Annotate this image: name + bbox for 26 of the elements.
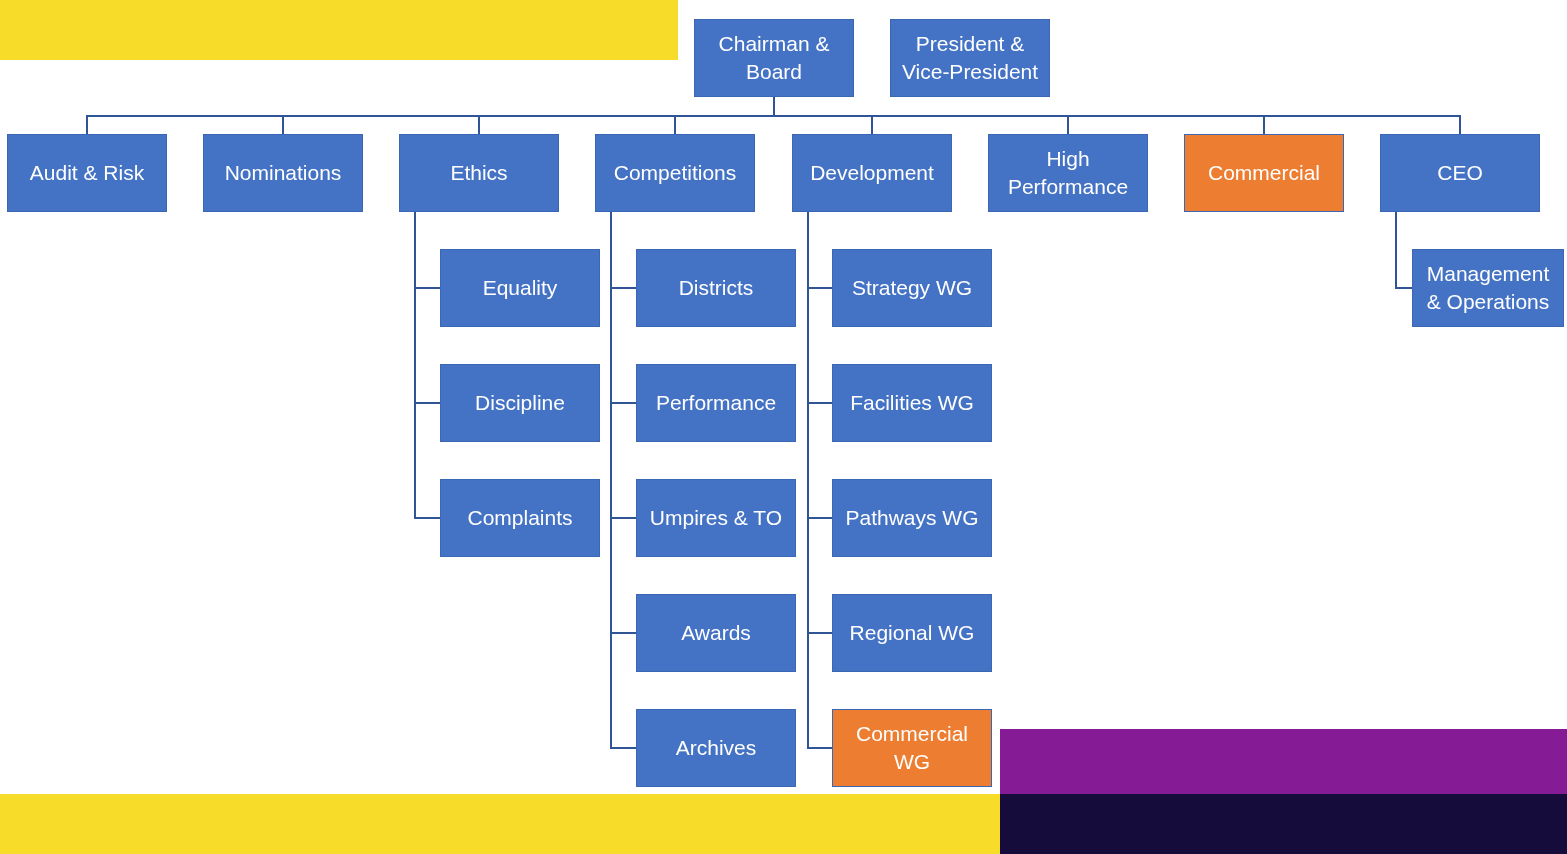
connector-line	[1395, 211, 1413, 289]
org-box: Archives	[636, 709, 796, 787]
org-box: Equality	[440, 249, 600, 327]
connector-line	[414, 211, 441, 519]
org-box: Development	[792, 134, 952, 212]
org-box: Umpires & TO	[636, 479, 796, 557]
org-box: Ethics	[399, 134, 559, 212]
org-box: Discipline	[440, 364, 600, 442]
org-box: Performance	[636, 364, 796, 442]
org-box: High Performance	[988, 134, 1148, 212]
org-box: Commercial WG	[832, 709, 992, 787]
org-box: Commercial	[1184, 134, 1344, 212]
org-box: Strategy WG	[832, 249, 992, 327]
org-box: Audit & Risk	[7, 134, 167, 212]
org-box: Complaints	[440, 479, 600, 557]
org-box: Awards	[636, 594, 796, 672]
org-box: Facilities WG	[832, 364, 992, 442]
org-box: Nominations	[203, 134, 363, 212]
org-box: CEO	[1380, 134, 1540, 212]
org-box: Districts	[636, 249, 796, 327]
org-box: Chairman & Board	[694, 19, 854, 97]
org-box: Competitions	[595, 134, 755, 212]
org-box: Management & Operations	[1412, 249, 1564, 327]
org-box: Regional WG	[832, 594, 992, 672]
org-box: Pathways WG	[832, 479, 992, 557]
org-box: President & Vice-President	[890, 19, 1050, 97]
